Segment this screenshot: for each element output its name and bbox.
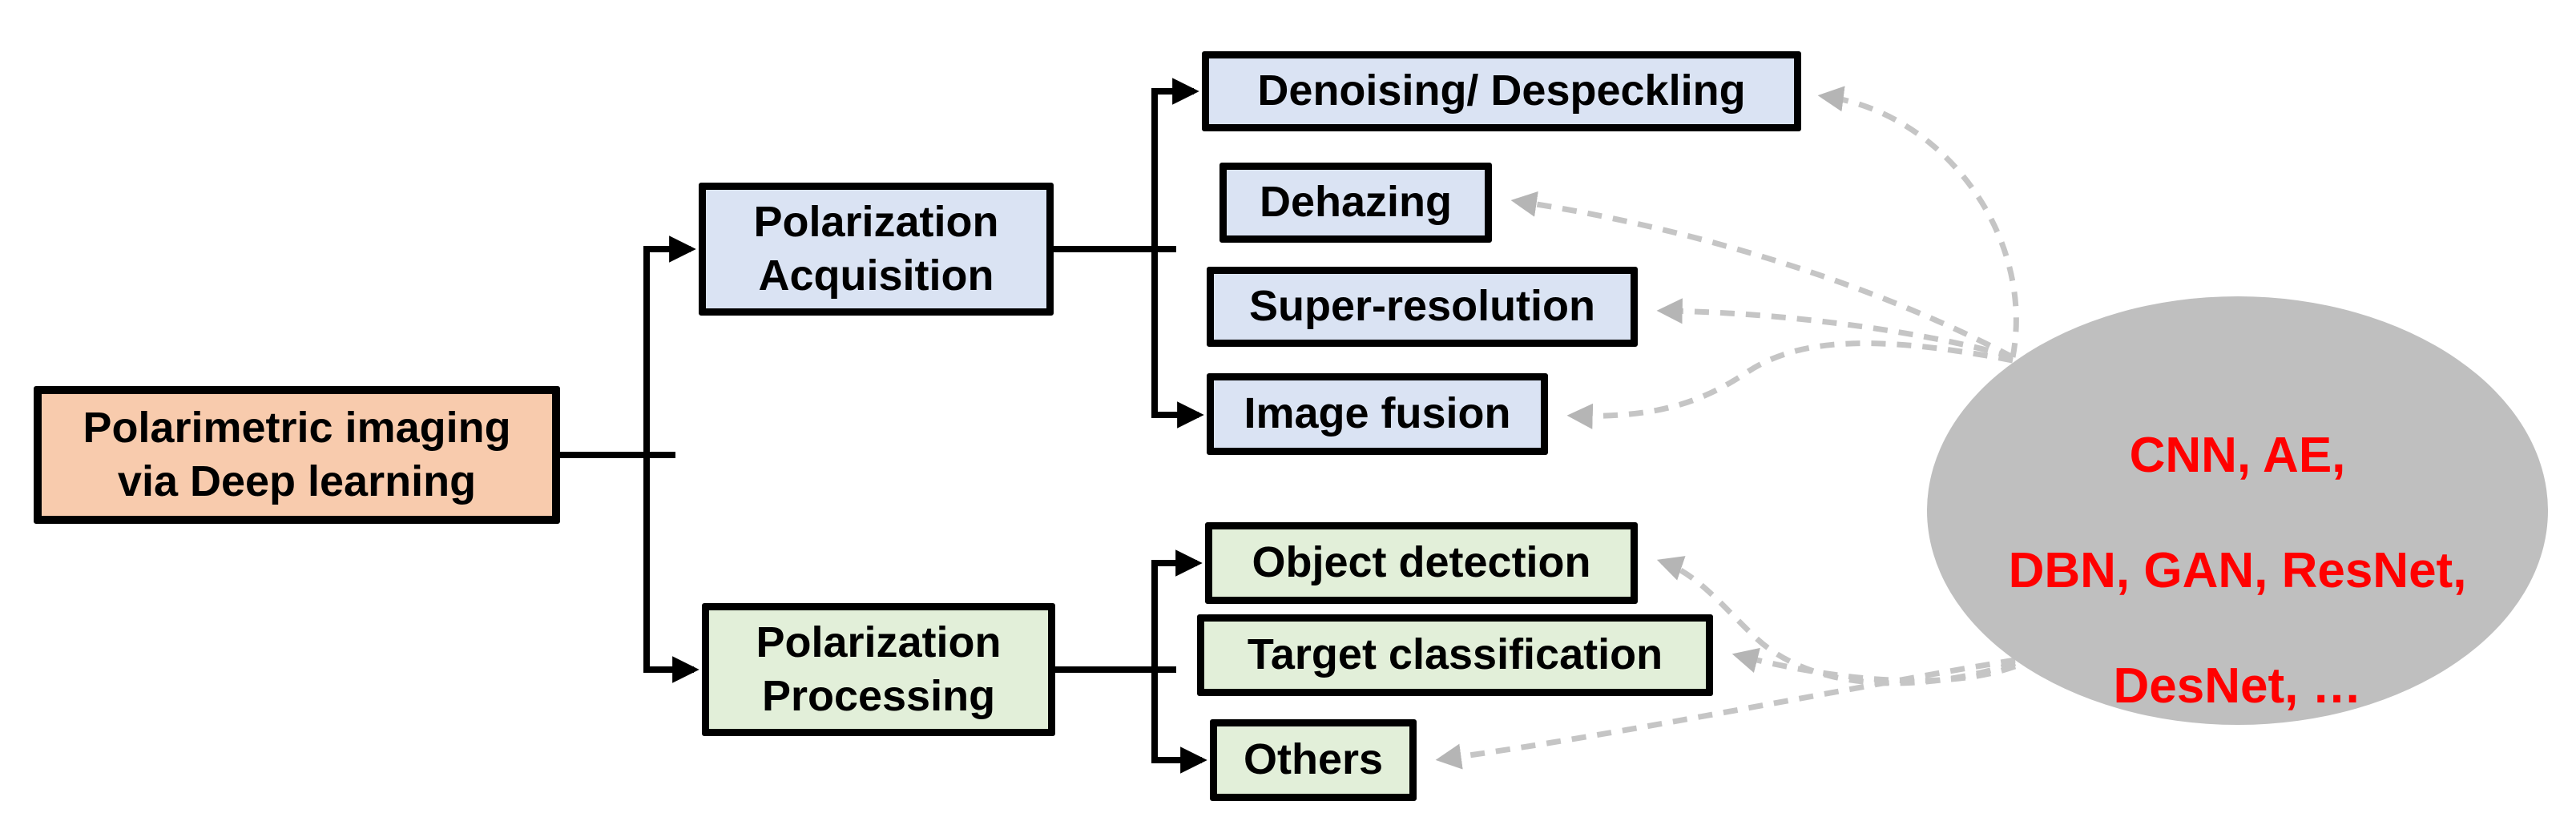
connector-processing-to-others: [1151, 670, 1207, 774]
root-label-line2: via Deep learning: [117, 457, 477, 505]
dashed-ellipse-to-others: [1435, 657, 2016, 770]
leaf-label: Dehazing: [1259, 178, 1453, 227]
processing-label-line1: Polarization: [756, 618, 1002, 666]
connector-root-to-acquisition: [643, 235, 696, 455]
ellipse-text-line2: DBN, GAN, ResNet,: [2008, 543, 2467, 598]
dashed-ellipse-to-superres: [1656, 298, 2014, 360]
dashed-ellipse-to-fusion: [1566, 340, 2014, 429]
leaf-label: Super-resolution: [1248, 282, 1596, 331]
leaf-target-classification: Target classification: [1197, 614, 1713, 696]
processing-label-line2: Processing: [761, 672, 996, 720]
dashed-ellipse-to-denoising: [1817, 86, 2019, 358]
leaf-label: Denoising/ Despeckling: [1257, 66, 1746, 115]
leaf-label: Target classification: [1247, 630, 1663, 679]
connector-acquisition-to-fusion: [1151, 249, 1204, 429]
networks-ellipse: CNN, AE, DBN, GAN, ResNet, DesNet, …: [1927, 296, 2548, 725]
ellipse-text-line1: CNN, AE,: [2129, 428, 2346, 483]
leaf-super-resolution: Super-resolution: [1207, 267, 1638, 347]
ellipse-text-line3: DesNet, …: [2113, 658, 2362, 714]
leaf-label: Object detection: [1252, 538, 1591, 587]
root-label-line1: Polarimetric imaging: [83, 403, 511, 452]
connector-acquisition-to-denoising: [1151, 78, 1199, 249]
branch-polarization-acquisition: Polarization Acquisition: [699, 183, 1054, 316]
leaf-others: Others: [1210, 719, 1417, 801]
acquisition-label-line2: Acquisition: [758, 252, 994, 300]
leaf-denoising-despeckling: Denoising/ Despeckling: [1202, 51, 1801, 131]
branch-polarization-processing: Polarization Processing: [702, 603, 1055, 736]
root-node-polarimetric-imaging: Polarimetric imaging via Deep learning: [34, 386, 560, 524]
leaf-label: Others: [1243, 735, 1384, 784]
leaf-image-fusion: Image fusion: [1207, 373, 1548, 455]
acquisition-label-line1: Polarization: [753, 197, 999, 246]
dashed-ellipse-to-dehazing: [1510, 191, 2014, 360]
leaf-label: Image fusion: [1244, 389, 1511, 438]
connector-root-to-processing: [643, 455, 699, 683]
connector-processing-to-objdet: [1151, 549, 1203, 670]
leaf-dehazing: Dehazing: [1219, 163, 1492, 243]
leaf-object-detection: Object detection: [1205, 522, 1638, 604]
dashed-ellipse-to-target: [1731, 647, 2017, 684]
